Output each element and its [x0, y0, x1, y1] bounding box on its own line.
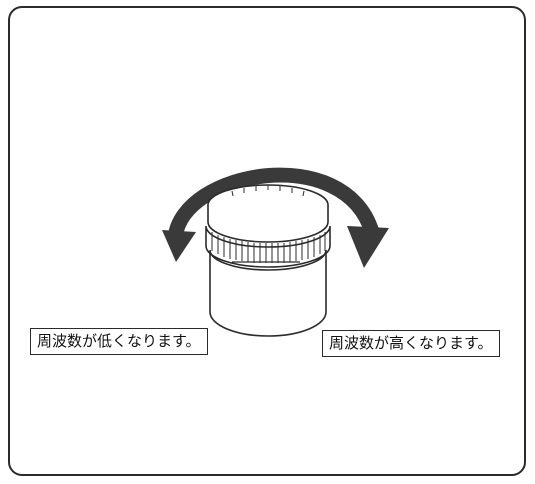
knob-body — [209, 249, 327, 337]
counterclockwise-arrow-icon — [162, 230, 196, 262]
knob-upper-ring — [207, 205, 329, 243]
lower-frequency-label: 周波数が低くなります。 — [30, 328, 208, 355]
frequency-knob-icon — [205, 184, 331, 337]
clockwise-arrow-icon — [347, 226, 389, 268]
knurl-lines — [211, 232, 326, 263]
higher-frequency-label: 周波数が高くなります。 — [322, 330, 500, 357]
dial-ticks — [231, 185, 305, 197]
rotation-arc — [167, 167, 380, 240]
knob-knurled-band — [205, 225, 331, 268]
rotation-arrow-icon — [162, 167, 389, 268]
